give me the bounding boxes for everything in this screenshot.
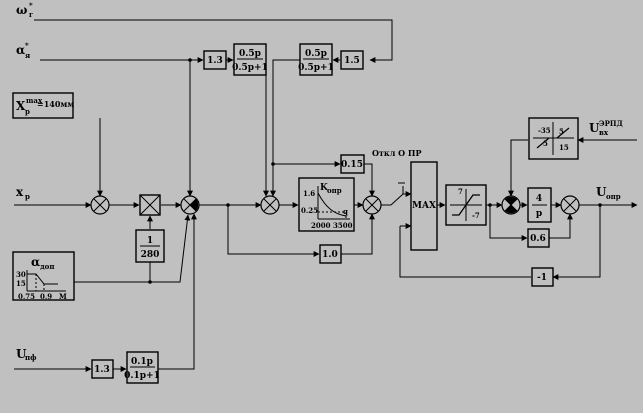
svg-text:p: p — [25, 107, 30, 116]
svg-text:0.25: 0.25 — [301, 206, 318, 215]
gain-block-0-15: 0.15 — [340, 154, 365, 174]
svg-text:1.3: 1.3 — [207, 56, 223, 66]
upf-label: U — [16, 347, 27, 361]
filter-block-2: 0.5p 0.5p+1 — [298, 43, 334, 76]
omega-star: * — [29, 1, 33, 10]
svg-text:X: X — [16, 99, 26, 113]
svg-text:1.6: 1.6 — [303, 189, 315, 198]
svg-text:max: max — [26, 96, 43, 105]
uvx-sub: вх — [599, 128, 609, 137]
svg-text:-35: -35 — [538, 126, 551, 135]
xp-label: x — [16, 185, 24, 199]
gain-block-0-6: 0.6 — [527, 228, 550, 248]
k-factor-plot: K опр 1.6 0.25 2000 3500 q — [298, 177, 355, 232]
sum-junction-1 — [90, 195, 110, 215]
switch-label: Откл О ПР — [372, 148, 421, 158]
svg-text:q: q — [343, 207, 348, 216]
svg-text:15: 15 — [16, 279, 26, 288]
alpha-sub: я — [25, 51, 30, 60]
svg-text:0.75: 0.75 — [18, 292, 35, 301]
svg-text:MAX: MAX — [412, 201, 436, 211]
integrator-block: 4 p — [527, 187, 552, 223]
svg-text:0.6: 0.6 — [530, 234, 546, 244]
omega-sub: г — [29, 10, 33, 19]
svg-text:α: α — [31, 255, 40, 269]
gain-block-1-5: 1.5 — [340, 50, 364, 70]
gain-block-1-0: 1.0 — [319, 244, 342, 264]
svg-text:5: 5 — [543, 139, 548, 148]
svg-text:ω: ω — [16, 3, 27, 17]
svg-text:0.1p+1: 0.1p+1 — [124, 371, 160, 381]
alpha-limit-plot: α доп 30 15 0.75 0.9 M — [12, 251, 75, 301]
filter-block-3: 0.1p 0.1p+1 — [124, 351, 160, 384]
svg-text:7: 7 — [458, 187, 463, 196]
sum-junction-6 — [560, 195, 580, 215]
svg-text:30: 30 — [16, 270, 26, 279]
input-labels: ω * г α * я x p U пф U ЭРПД вх U опр Отк… — [16, 1, 623, 362]
svg-text:0.5p+1: 0.5p+1 — [298, 63, 334, 73]
output-label: U — [596, 185, 607, 199]
dead-zone-block: -35 5 5 15 — [528, 117, 579, 160]
summing-junctions — [90, 195, 580, 215]
svg-text:M: M — [59, 292, 67, 301]
svg-text:4: 4 — [536, 194, 542, 204]
svg-text:опр: опр — [327, 186, 342, 195]
svg-text:280: 280 — [141, 250, 160, 260]
sum-junction-4 — [362, 195, 382, 215]
output-sub: опр — [606, 192, 621, 201]
junction-dots — [148, 58, 602, 284]
xp-max-block: X max p =140мм — [12, 92, 74, 119]
omega-label: ω — [16, 3, 27, 17]
svg-text:0.5p: 0.5p — [305, 49, 327, 59]
svg-text:15: 15 — [559, 143, 569, 152]
svg-text:0.1p: 0.1p — [131, 357, 153, 367]
alpha-star: * — [25, 41, 29, 50]
max-block: MAX — [410, 161, 438, 251]
svg-text:3500: 3500 — [333, 221, 353, 230]
svg-text:0.15: 0.15 — [341, 160, 363, 170]
sum-junction-5 — [501, 195, 521, 215]
svg-text:K: K — [320, 183, 329, 193]
uvx-label: U — [589, 121, 600, 135]
xp-sub: p — [25, 192, 30, 201]
uvx-sup: ЭРПД — [599, 119, 623, 128]
svg-text:доп: доп — [40, 262, 54, 271]
gain-block-1-3-upf: 1.3 — [91, 359, 114, 379]
saturation-block: 7 -7 — [445, 184, 487, 226]
svg-text:1.0: 1.0 — [322, 250, 338, 260]
svg-text:1: 1 — [147, 236, 153, 246]
svg-text:2000: 2000 — [311, 221, 331, 230]
svg-text:5: 5 — [559, 127, 564, 136]
svg-text:p: p — [536, 209, 542, 219]
svg-text:0.9: 0.9 — [40, 292, 52, 301]
svg-text:-7: -7 — [472, 211, 480, 220]
sum-junction-3 — [260, 195, 280, 215]
svg-text:-1: -1 — [537, 273, 547, 283]
multiplier-block — [139, 194, 161, 216]
sum-junction-2 — [180, 195, 200, 215]
svg-text:0.5p+1: 0.5p+1 — [232, 63, 268, 73]
filter-block-1: 0.5p 0.5p+1 — [232, 43, 268, 76]
gain-block-1-3-top: 1.3 — [203, 50, 227, 70]
svg-text:0.5p: 0.5p — [239, 49, 261, 59]
svg-text:1.5: 1.5 — [344, 56, 360, 66]
svg-text:1.3: 1.3 — [94, 365, 110, 375]
svg-text:=140мм: =140мм — [37, 99, 74, 109]
gain-block-1-280: 1 280 — [135, 229, 165, 263]
gain-block-minus-1: -1 — [531, 267, 554, 287]
alpha-label: α — [16, 43, 25, 57]
upf-sub: пф — [25, 353, 37, 362]
